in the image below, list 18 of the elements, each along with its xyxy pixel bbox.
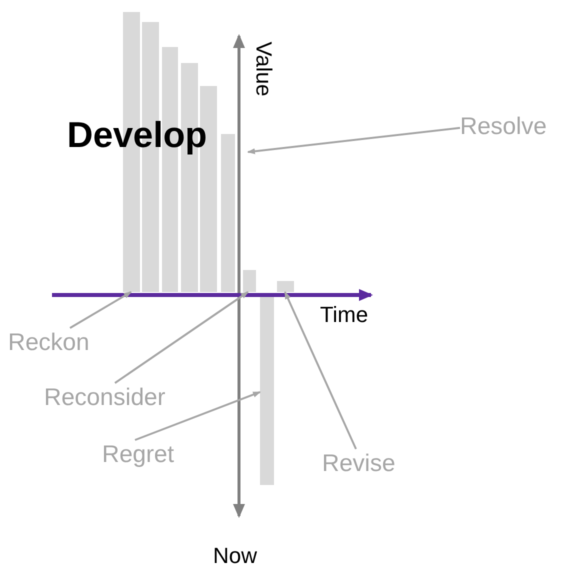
bar	[260, 296, 274, 485]
callout-label: Reconsider	[44, 383, 190, 413]
bar	[221, 134, 235, 292]
leader-line	[70, 291, 132, 329]
leader-line	[114, 291, 249, 384]
bar	[243, 270, 256, 292]
axis-label: Value	[252, 42, 274, 96]
title-text: Develop	[67, 117, 208, 153]
axis-label: Time	[320, 304, 368, 326]
leader-line	[134, 391, 261, 441]
leader-line	[247, 126, 460, 154]
bar	[277, 281, 294, 292]
leader-line	[284, 291, 357, 450]
callout-label: Revise	[322, 449, 408, 479]
callout-label: Regret	[102, 440, 190, 470]
axis-label: Now	[213, 545, 258, 567]
callout-label: Reckon	[8, 328, 104, 358]
callout-label: Resolve	[460, 112, 572, 142]
